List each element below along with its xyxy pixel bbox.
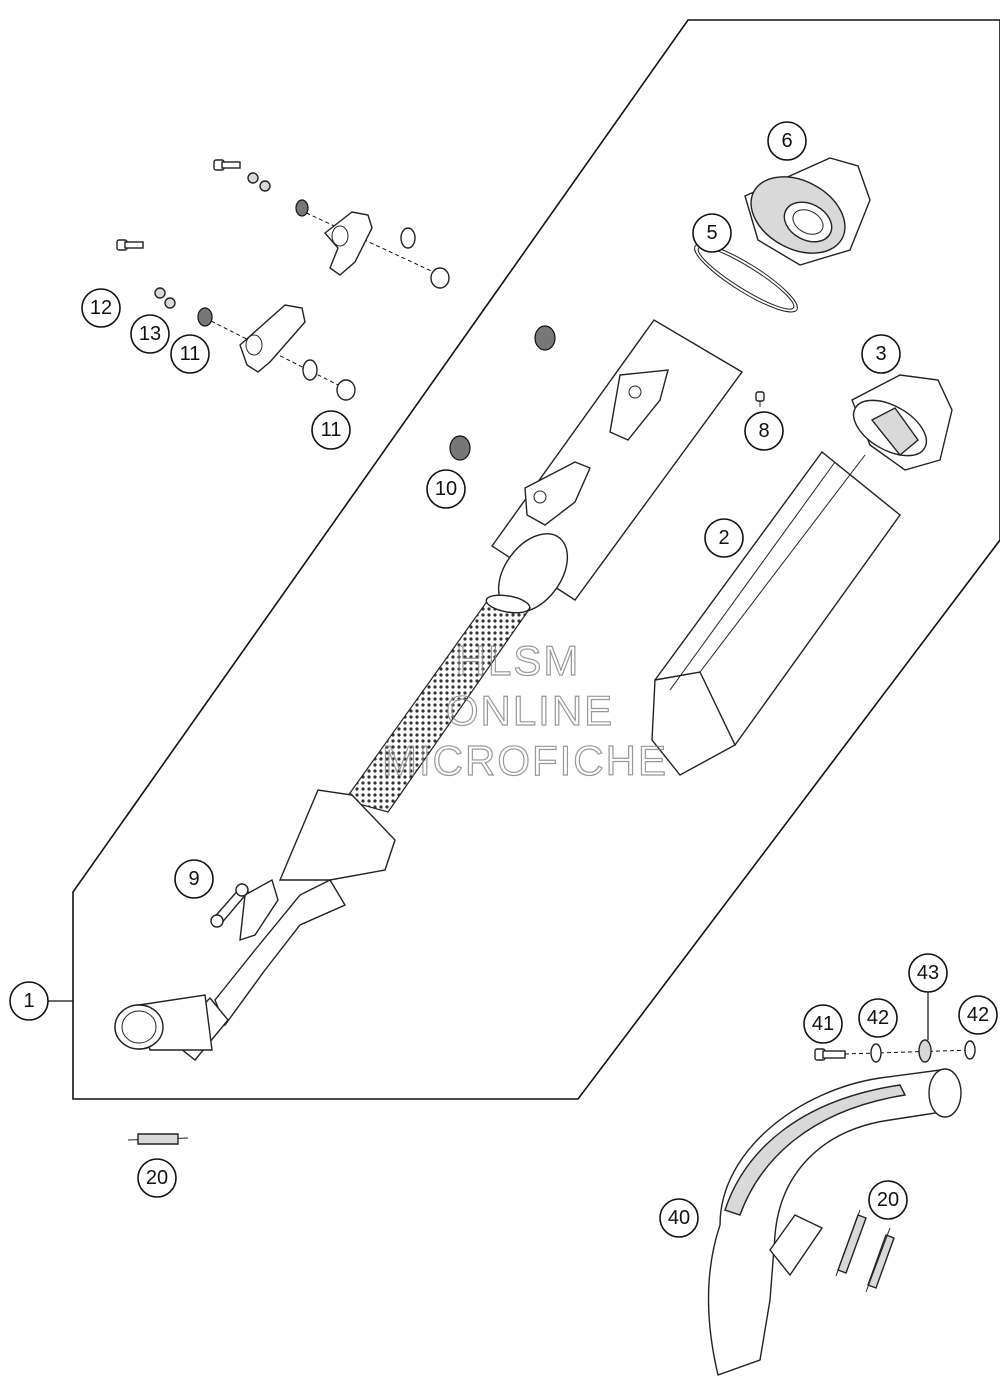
- rubber-grommet-icon: [197, 307, 213, 327]
- bolt-icon: [814, 1048, 846, 1061]
- callout-label: 10: [435, 478, 457, 500]
- callout-1[interactable]: 1: [9, 981, 49, 1021]
- washer-icon: [430, 267, 450, 289]
- callout-label: 43: [917, 962, 939, 984]
- watermark-line-1: HLSM: [456, 637, 581, 684]
- watermark-line-2: ONLINE: [446, 687, 614, 734]
- watermark-line-3: MICROFICHE: [382, 737, 668, 784]
- callout-label: 13: [139, 323, 161, 345]
- spring-icon: [865, 1227, 895, 1293]
- pipe-clamp: [210, 883, 250, 928]
- rubber-grommet-icon: [449, 435, 471, 461]
- washer-icon: [870, 1043, 882, 1063]
- rubber-grommet-icon: [295, 199, 309, 217]
- mounting-bracket-upper: [323, 211, 373, 276]
- callout-label: 6: [781, 130, 792, 152]
- callout-20-right[interactable]: 20: [868, 1180, 908, 1220]
- callout-label: 41: [812, 1013, 834, 1035]
- callout-label: 2: [718, 527, 729, 549]
- lower-bracket-assembly: [116, 239, 356, 401]
- upper-bracket-assembly: [213, 159, 450, 289]
- callout-3[interactable]: 3: [861, 334, 901, 374]
- washer-icon: [259, 180, 271, 192]
- washer-icon: [164, 297, 176, 309]
- bolt-icon: [116, 239, 144, 251]
- callout-10[interactable]: 10: [426, 469, 466, 509]
- callout-41[interactable]: 41: [803, 1004, 843, 1044]
- screw-icon: [755, 391, 765, 407]
- spring-icon: [127, 1133, 189, 1145]
- callout-label: 3: [875, 343, 886, 365]
- callout-5[interactable]: 5: [692, 213, 732, 253]
- assembly-frame: [72, 19, 1000, 1100]
- rubber-grommet-icon: [534, 325, 556, 351]
- rubber-grommet-icon: [302, 359, 318, 381]
- callout-8[interactable]: 8: [744, 411, 784, 451]
- callout-label: 8: [758, 420, 769, 442]
- exhaust-pipe-assembly: [114, 594, 532, 1061]
- callout-11-upper[interactable]: 11: [170, 334, 210, 374]
- header-pipe: [707, 1068, 962, 1376]
- silencer-end-cap: [851, 374, 953, 471]
- silencer-body: [651, 450, 901, 776]
- spring-icon: [835, 1209, 867, 1277]
- callout-label: 20: [146, 1167, 168, 1189]
- callout-label: 20: [877, 1189, 899, 1211]
- callout-40[interactable]: 40: [659, 1198, 699, 1238]
- callout-42-right[interactable]: 42: [958, 995, 998, 1035]
- washer-icon: [336, 379, 356, 401]
- rubber-grommet-icon: [400, 227, 416, 249]
- callout-label: 42: [967, 1004, 989, 1026]
- callout-label: 40: [668, 1207, 690, 1229]
- callout-20-left[interactable]: 20: [137, 1158, 177, 1198]
- callout-label: 9: [188, 868, 199, 890]
- callout-12[interactable]: 12: [81, 288, 121, 328]
- callout-label: 11: [321, 419, 342, 441]
- callout-label: 5: [706, 222, 717, 244]
- mounting-bracket-lower: [239, 304, 306, 373]
- callout-label: 1: [23, 990, 34, 1012]
- washer-icon: [964, 1040, 976, 1060]
- callout-label: 11: [180, 343, 201, 365]
- washer-icon: [154, 287, 166, 299]
- callout-43[interactable]: 43: [908, 953, 948, 993]
- callout-42-left[interactable]: 42: [858, 998, 898, 1038]
- end-cap-rear: [744, 157, 871, 266]
- callout-6[interactable]: 6: [767, 121, 807, 161]
- washer-icon: [247, 172, 259, 184]
- bolt-icon: [213, 159, 241, 171]
- watermark: HLSM ONLINE MICROFICHE: [381, 636, 668, 784]
- callout-11-lower[interactable]: 11: [311, 410, 351, 450]
- callout-13[interactable]: 13: [130, 314, 170, 354]
- callout-label: 42: [867, 1007, 889, 1029]
- callout-9[interactable]: 9: [174, 859, 214, 899]
- callout-label: 12: [90, 297, 112, 319]
- silencer-sleeve: [491, 319, 744, 613]
- end-cap-gasket: [694, 243, 798, 313]
- callout-2[interactable]: 2: [704, 518, 744, 558]
- bushing-icon: [918, 1039, 932, 1063]
